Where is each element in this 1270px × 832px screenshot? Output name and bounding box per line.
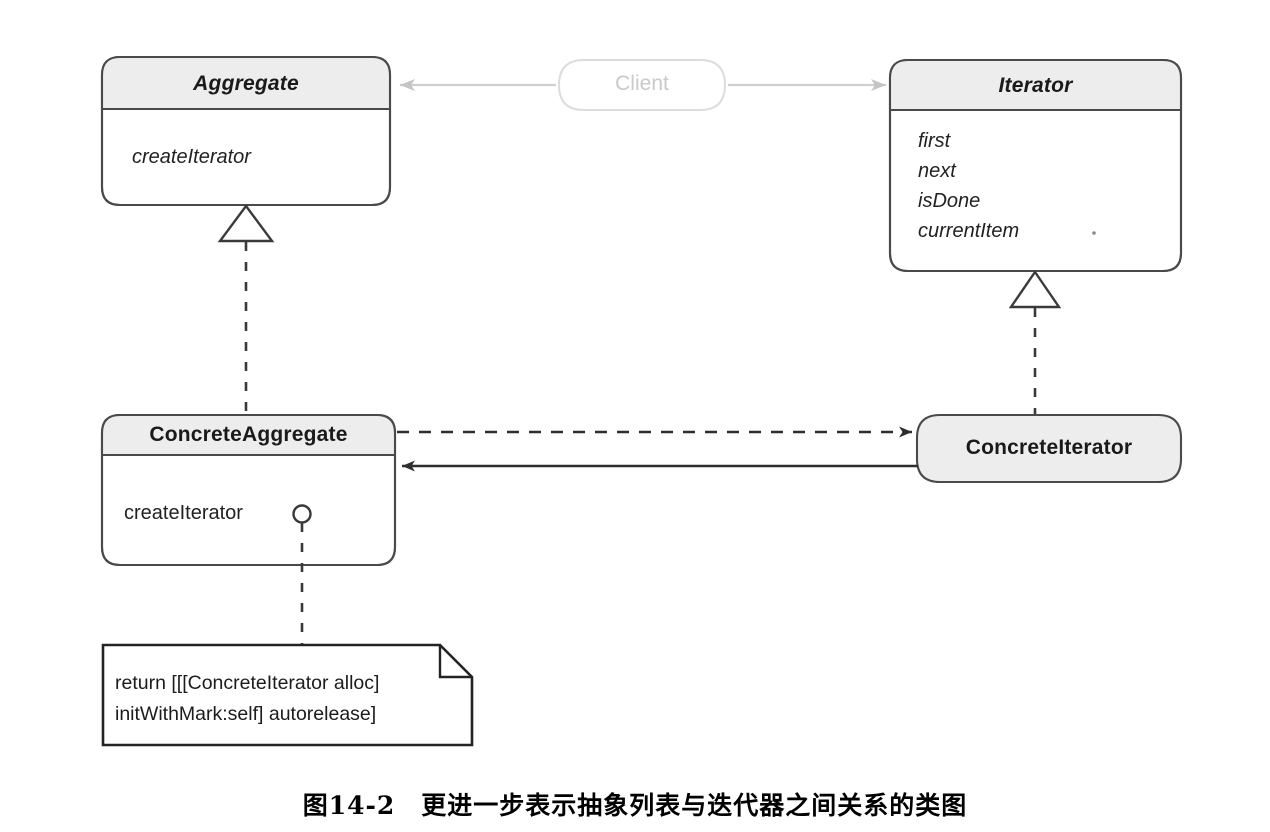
class-box-iterator[interactable] xyxy=(888,58,1183,273)
class-box-concrete-aggregate[interactable] xyxy=(100,413,397,567)
note-line-2: initWithMark:self] autorelease] xyxy=(115,703,377,725)
figure-caption: 图14-2 更进一步表示抽象列表与迭代器之间关系的类图 xyxy=(302,791,968,820)
class-box-aggregate[interactable] xyxy=(100,55,392,207)
note-box[interactable] xyxy=(101,643,474,747)
edge-concrete-aggregate-realizes-aggregate xyxy=(217,203,275,414)
edge-concrete-iterator-realizes-iterator xyxy=(1008,269,1062,414)
edge-create-iterator-note-link xyxy=(292,504,312,645)
class-box-concrete-iterator[interactable] xyxy=(915,413,1183,484)
note-line-1: return [[[ConcreteIterator alloc] xyxy=(115,672,380,694)
class-box-client[interactable] xyxy=(557,59,727,111)
